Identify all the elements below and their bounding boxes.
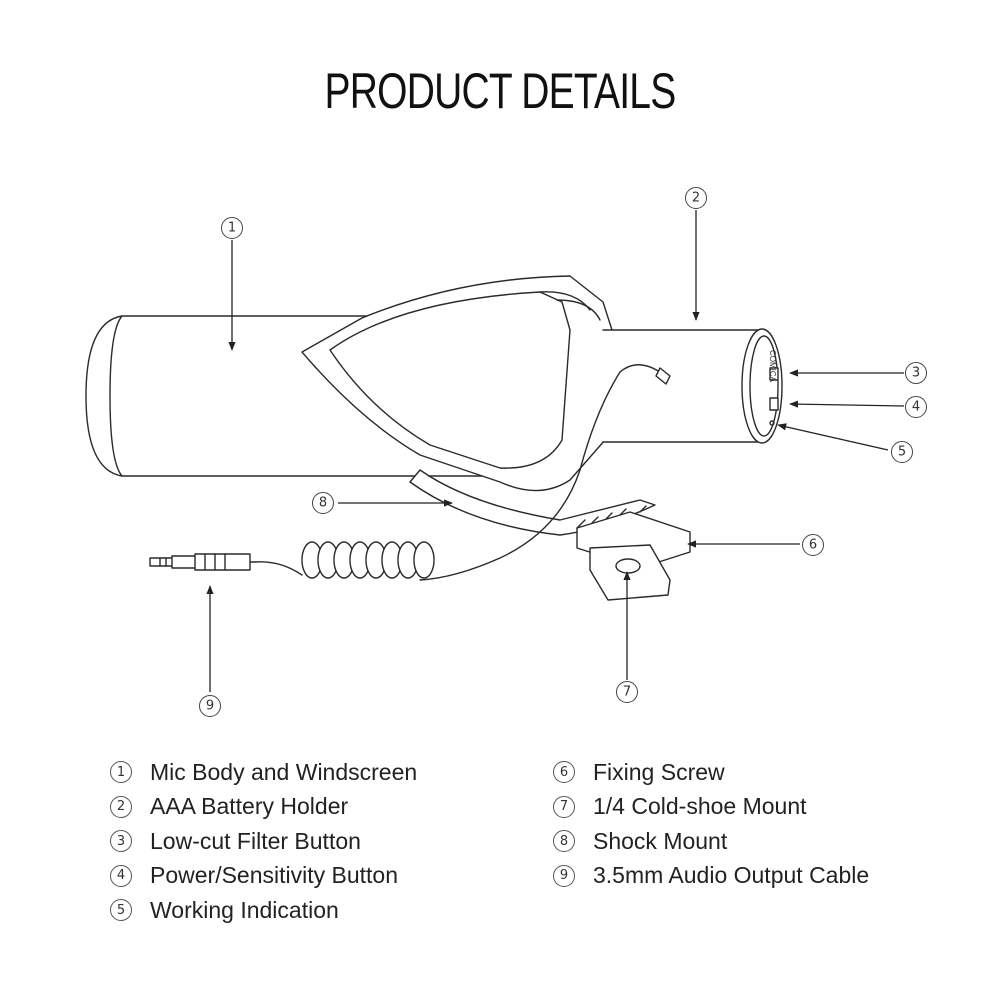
brand-mark: COMICA: [768, 350, 777, 383]
legend-number: 3: [110, 830, 132, 853]
legend-label: Working Indication: [150, 896, 339, 923]
legend-item: 4 Power/Sensitivity Button: [110, 859, 417, 894]
legend-label: Power/Sensitivity Button: [150, 862, 399, 889]
callout-5-number: 5: [898, 445, 906, 460]
callout-3-circle: [905, 362, 927, 384]
cable-upper: [419, 364, 669, 581]
legend-number: 1: [110, 761, 132, 784]
page-title: PRODUCT DETAILS: [324, 63, 677, 119]
callout-5-arrow: [777, 423, 889, 451]
legend-number: 4: [110, 864, 132, 887]
callout-8-number: 8: [319, 496, 327, 511]
low-cut-switch: [769, 367, 779, 381]
legend-number: 8: [553, 830, 575, 853]
callout-5-circle: [891, 441, 913, 463]
legend-label: Shock Mount: [593, 827, 728, 854]
legend-item: 2 AAA Battery Holder: [110, 790, 417, 825]
legend-item: 7 1/4 Cold-shoe Mount: [553, 790, 869, 825]
legend-label: Mic Body and Windscreen: [150, 758, 418, 785]
callout-1-number: 1: [228, 221, 236, 236]
callout-7-circle: [616, 681, 638, 703]
legend-label: 1/4 Cold-shoe Mount: [593, 793, 807, 820]
callout-3-number: 3: [912, 366, 920, 381]
legend-number: 5: [110, 899, 132, 922]
legend-item: 9 3.5mm Audio Output Cable: [553, 859, 869, 894]
callout-6-number: 6: [809, 538, 817, 553]
cable-lower: [209, 561, 303, 576]
legend-left-column: 1 Mic Body and Windscreen 2 AAA Battery …: [110, 755, 417, 928]
callout-1-circle: [221, 217, 243, 239]
shock-mount-frame: [301, 275, 613, 492]
legend-item: 3 Low-cut Filter Button: [110, 824, 417, 859]
legend-number: 7: [553, 795, 575, 818]
coil-cable: [301, 541, 435, 579]
legend-item: 5 Working Indication: [110, 893, 417, 928]
audio-jack: [149, 553, 251, 571]
callout-4-circle: [905, 396, 927, 418]
legend-number: 9: [553, 864, 575, 887]
legend-number: 2: [110, 795, 132, 818]
battery-cap: [741, 328, 783, 444]
indicator-led: [769, 420, 775, 426]
legend-item: 6 Fixing Screw: [553, 755, 869, 790]
callout-2-number: 2: [692, 191, 700, 206]
battery-holder: [602, 329, 761, 443]
legend-label: 3.5mm Audio Output Cable: [593, 862, 870, 889]
callout-9-circle: [199, 695, 221, 717]
legend-item: 8 Shock Mount: [553, 824, 869, 859]
legend-label: AAA Battery Holder: [150, 793, 349, 820]
legend-label: Low-cut Filter Button: [150, 827, 361, 854]
callout-8-circle: [312, 492, 334, 514]
callout-4-number: 4: [912, 400, 920, 415]
callout-4-arrow: [789, 400, 905, 408]
power-switch: [769, 397, 779, 411]
legend-right-column: 6 Fixing Screw 7 1/4 Cold-shoe Mount 8 S…: [553, 755, 869, 893]
mic-body-seam: [109, 315, 123, 477]
legend-number: 6: [553, 761, 575, 784]
callout-2-circle: [685, 187, 707, 209]
legend-label: Fixing Screw: [593, 758, 725, 785]
callout-7-number: 7: [623, 685, 631, 700]
callout-9-number: 9: [206, 699, 214, 714]
callout-6-circle: [802, 534, 824, 556]
legend-item: 1 Mic Body and Windscreen: [110, 755, 417, 790]
